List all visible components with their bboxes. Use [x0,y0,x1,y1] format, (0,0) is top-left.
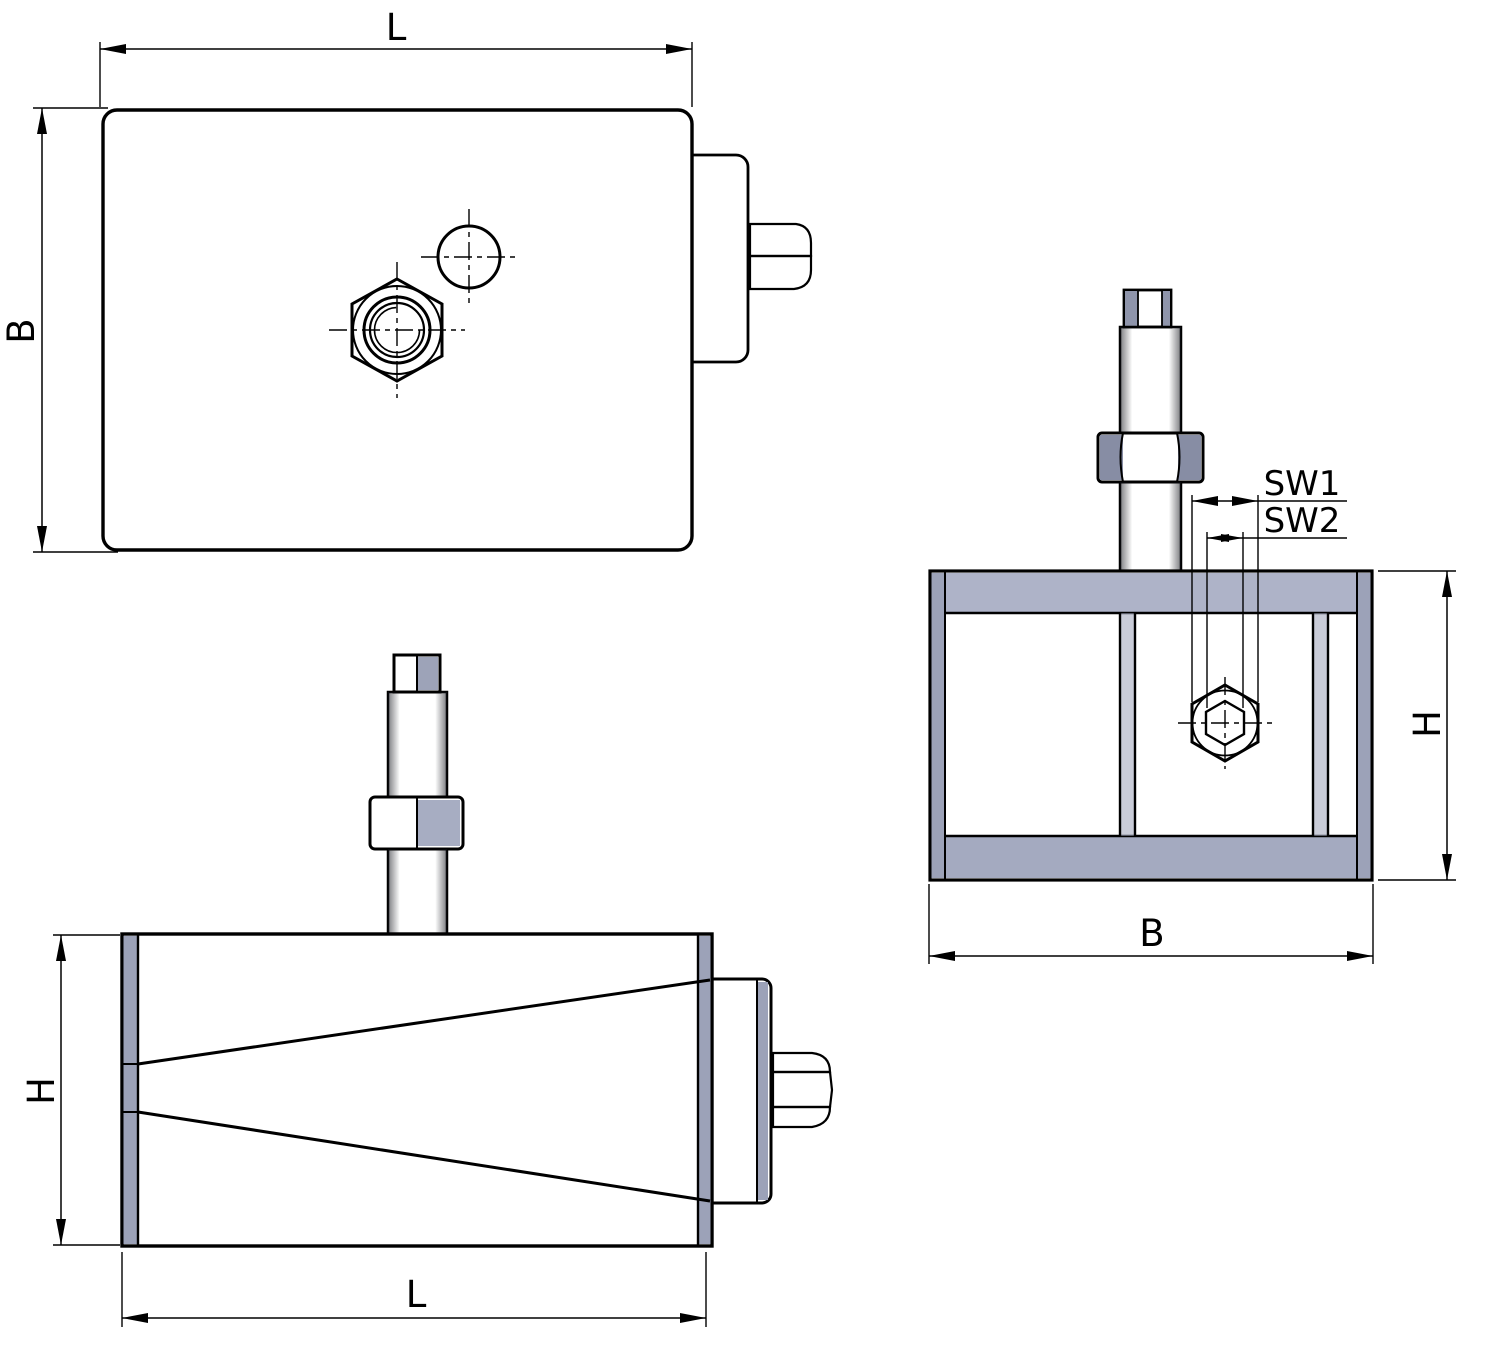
arrowhead-left-icon [100,44,126,54]
thread-shading [388,692,447,797]
front-view-stud [368,653,465,936]
arrowhead-up-icon [56,935,66,961]
front-view-connector-block [710,977,773,1205]
connector-edge-strip [757,982,768,1200]
dimension-B-left: B [0,107,118,553]
arrowhead-up-icon [1442,571,1452,597]
groove [1313,613,1328,836]
arrowhead-left-icon [122,1313,148,1323]
arrowhead-right-icon [666,44,692,54]
left-edge-strip [931,573,945,878]
front-view: H L [20,653,834,1327]
front-bolt-mid-facet [771,1070,834,1109]
thread-shading [388,849,447,934]
dimension-L-top: L [99,6,693,107]
wedge-diagonal-upper [137,978,711,1066]
side-view-body [928,569,1374,882]
top-view: L B [0,6,813,553]
dim-label-height-side: H [1406,710,1449,738]
arrowhead-right-icon [1221,534,1243,542]
right-edge-strip [698,936,711,1244]
nut-facet-curve [1119,432,1124,483]
dim-label-width-side: B [1139,912,1164,955]
top-view-connector-block [690,153,750,364]
dimension-SW1: SW1 [1191,464,1347,702]
wedge-diagonal-lower [137,1110,711,1203]
arrowhead-up-icon [37,108,47,134]
top-band [932,573,1370,613]
dimension-SW2: SW2 [1206,501,1347,708]
front-bolt-bottom-facet [771,1105,832,1129]
side-view-stud [1096,288,1205,573]
dim-label-length-front: L [406,1273,427,1316]
left-edge-strip [123,936,138,1244]
arrowhead-down-icon [56,1219,66,1245]
bottom-band [932,837,1370,878]
dimension-B-side: B [928,884,1374,964]
top-view-locknut [329,262,465,398]
arrowhead-right-icon [680,1313,706,1323]
front-view-body [120,932,714,1248]
nut-facet [417,800,460,846]
dimension-L-bottom: L [121,1252,707,1327]
arrowhead-right-icon [1232,496,1258,506]
nut-facet-curve [1176,432,1181,483]
groove [1120,613,1135,836]
dimension-H-side: H [1378,570,1456,881]
arrowhead-right-icon [1347,951,1373,961]
locknut-hexagon [350,277,444,383]
dim-label-height-front: H [20,1077,63,1105]
nut-left-facet [1100,435,1123,480]
dim-label-width-top: B [0,318,43,343]
front-bolt-top-facet [771,1051,832,1074]
dim-label-sw2: SW2 [1264,501,1341,541]
right-edge-strip [1357,573,1371,878]
cap-left-facet [1125,291,1138,326]
top-view-bolt-upper-facet [748,222,813,258]
dimension-H-front: H [20,934,120,1246]
dim-label-sw1: SW1 [1264,464,1341,504]
top-view-bolt-lower-facet [748,254,813,291]
cap-right-facet [1162,291,1170,326]
dim-label-length-top: L [386,6,407,49]
nut-right-facet [1178,435,1201,480]
side-view-hex-bolt [1178,677,1272,769]
arrowhead-left-icon [1192,496,1218,506]
arrowhead-down-icon [37,526,47,552]
thread-shading [1120,482,1181,571]
side-view: SW1 SW2 H B [928,288,1456,964]
thread-shading [1120,327,1181,433]
stud-end-cap-facet [417,657,438,690]
arrowhead-down-icon [1442,854,1452,880]
arrowhead-left-icon [929,951,955,961]
